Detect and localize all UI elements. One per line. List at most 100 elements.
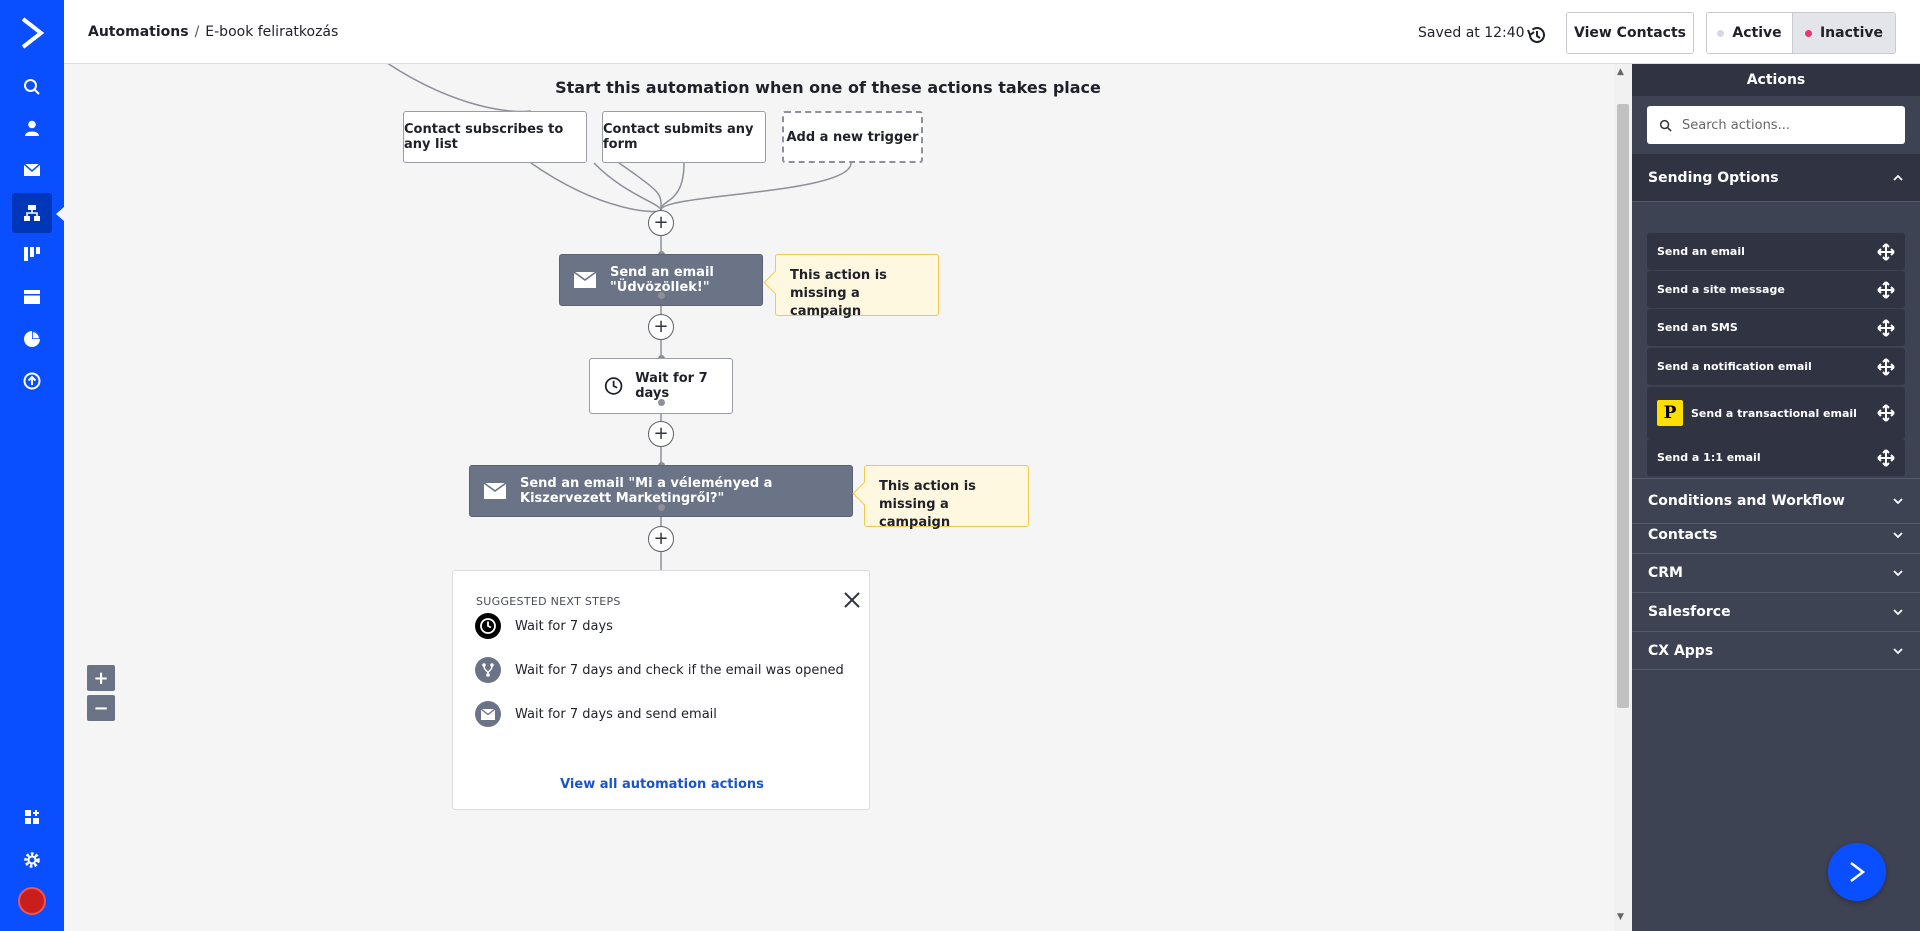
- branch-icon: [475, 657, 501, 683]
- zoom-in-button[interactable]: +: [87, 665, 115, 691]
- section-conditions-workflow[interactable]: Conditions and Workflow: [1632, 478, 1920, 524]
- section-cx-apps[interactable]: CX Apps: [1632, 632, 1920, 670]
- action-send-notification-email-label: Send a notification email: [1657, 360, 1812, 373]
- step-wait-label: Wait for 7 days: [635, 371, 708, 401]
- postmark-logo-icon: P: [1657, 400, 1683, 426]
- activecampaign-logo-icon[interactable]: [18, 16, 46, 50]
- action-send-sms[interactable]: Send an SMS: [1647, 309, 1905, 346]
- section-cx-apps-label: CX Apps: [1648, 642, 1714, 659]
- trigger-subscribes-list[interactable]: Contact subscribes to any list: [403, 111, 587, 163]
- breadcrumb: Automations / E-book feliratkozás: [88, 24, 338, 40]
- left-nav: [0, 0, 64, 931]
- section-salesforce-label: Salesforce: [1648, 604, 1731, 620]
- suggestion-wait-send[interactable]: Wait for 7 days and send email: [475, 701, 717, 727]
- connector-dot: [658, 504, 665, 511]
- saved-status: Saved at 12:40: [1418, 25, 1525, 41]
- breadcrumb-current: E-book feliratkozás: [205, 24, 339, 40]
- move-icon[interactable]: [1877, 318, 1895, 337]
- view-all-actions-link[interactable]: View all automation actions: [560, 777, 764, 792]
- history-icon[interactable]: [1525, 24, 1547, 46]
- add-step-button-2[interactable]: +: [648, 314, 674, 340]
- actions-search-input[interactable]: [1682, 117, 1892, 133]
- suggestion-wait-send-label: Wait for 7 days and send email: [515, 706, 717, 722]
- section-crm-label: CRM: [1648, 565, 1683, 581]
- section-sending-options[interactable]: Sending Options: [1632, 154, 1920, 202]
- scroll-down-arrow-icon[interactable]: ▼: [1617, 912, 1624, 922]
- action-send-notification-email[interactable]: Send a notification email: [1647, 348, 1905, 385]
- nav-contacts-icon[interactable]: [12, 108, 52, 148]
- section-contacts[interactable]: Contacts: [1632, 516, 1920, 554]
- scroll-up-arrow-icon[interactable]: ▲: [1617, 67, 1624, 77]
- action-send-site-message[interactable]: Send a site message: [1647, 271, 1905, 308]
- chevron-down-icon: [1893, 531, 1903, 538]
- connector-dot: [658, 399, 665, 406]
- trigger-submits-form[interactable]: Contact submits any form: [602, 111, 766, 163]
- inactive-dot: [1804, 29, 1812, 37]
- nav-apps-icon[interactable]: [12, 797, 52, 837]
- step-send-email-1-label: Send an email "Üdvözöllek!": [610, 265, 714, 295]
- add-trigger-button[interactable]: Add a new trigger: [782, 111, 923, 163]
- status-active-label: Active: [1732, 25, 1782, 41]
- action-send-email[interactable]: Send an email: [1647, 233, 1905, 270]
- status-toggle: Active Inactive: [1706, 12, 1896, 54]
- section-conditions-workflow-label: Conditions and Workflow: [1648, 493, 1845, 509]
- close-icon[interactable]: [841, 589, 863, 611]
- nav-deals-icon[interactable]: [12, 234, 52, 274]
- step-wait[interactable]: Wait for 7 days: [589, 358, 733, 414]
- nav-campaigns-icon[interactable]: [12, 150, 52, 190]
- connector-dot: [658, 292, 665, 299]
- chevron-down-icon: [1893, 609, 1903, 616]
- zoom-out-button[interactable]: −: [87, 695, 115, 721]
- breadcrumb-separator: /: [194, 24, 200, 40]
- move-icon[interactable]: [1877, 357, 1895, 376]
- nav-reports-icon[interactable]: [12, 319, 52, 359]
- user-avatar[interactable]: [18, 887, 46, 915]
- nav-active-caret: [56, 207, 64, 221]
- missing-campaign-warning-2: This action is missing a campaign: [864, 465, 1029, 530]
- suggestion-wait-check[interactable]: Wait for 7 days and check if the email w…: [475, 657, 844, 683]
- suggested-next-steps-panel: SUGGESTED NEXT STEPS Wait for 7 days Wai…: [452, 570, 870, 810]
- move-icon[interactable]: [1877, 242, 1895, 261]
- section-crm[interactable]: CRM: [1632, 554, 1920, 593]
- suggestion-wait-check-label: Wait for 7 days and check if the email w…: [515, 662, 844, 678]
- section-contacts-label: Contacts: [1648, 526, 1718, 543]
- actions-search[interactable]: [1647, 106, 1905, 144]
- actions-panel-title: Actions: [1632, 64, 1920, 96]
- add-step-button-3[interactable]: +: [648, 421, 674, 447]
- search-icon: [1659, 119, 1672, 132]
- add-step-button-4[interactable]: +: [648, 526, 674, 552]
- suggestion-wait-label: Wait for 7 days: [515, 618, 613, 634]
- move-icon[interactable]: [1877, 448, 1895, 467]
- action-send-email-label: Send an email: [1657, 245, 1745, 258]
- section-salesforce[interactable]: Salesforce: [1632, 593, 1920, 632]
- nav-automations-icon[interactable]: [12, 193, 52, 233]
- suggested-title: SUGGESTED NEXT STEPS: [476, 595, 621, 608]
- chevron-down-icon: [1893, 570, 1903, 577]
- move-icon[interactable]: [1877, 280, 1895, 299]
- action-send-transactional-email[interactable]: P Send a transactional email: [1647, 387, 1905, 439]
- trigger-title-text: Start this automation when one of these …: [555, 78, 1101, 97]
- breadcrumb-automations-link[interactable]: Automations: [88, 24, 189, 40]
- nav-settings-icon[interactable]: [12, 840, 52, 880]
- nav-search-icon[interactable]: [12, 67, 52, 107]
- automation-canvas[interactable]: Start this automation when one of these …: [64, 64, 1614, 931]
- envelope-icon: [484, 483, 506, 499]
- assistant-fab-button[interactable]: [1828, 843, 1886, 901]
- status-inactive-button[interactable]: Inactive: [1792, 13, 1895, 53]
- move-icon[interactable]: [1877, 404, 1895, 422]
- status-active-button[interactable]: Active: [1707, 13, 1792, 53]
- clock-icon: [475, 613, 501, 639]
- canvas-scrollbar-thumb[interactable]: [1617, 104, 1629, 708]
- nav-upgrade-icon[interactable]: [12, 361, 52, 401]
- chevron-up-icon: [1893, 174, 1903, 181]
- step-send-email-2-label: Send an email "Mi a véleményed a Kiszerv…: [520, 476, 773, 506]
- nav-website-icon[interactable]: [12, 277, 52, 317]
- action-send-one-to-one-email[interactable]: Send a 1:1 email: [1647, 439, 1905, 476]
- trigger-title: Start this automation when one of these …: [64, 78, 1614, 97]
- view-contacts-button[interactable]: View Contacts: [1566, 12, 1694, 54]
- status-inactive-label: Inactive: [1819, 25, 1884, 41]
- suggestion-wait[interactable]: Wait for 7 days: [475, 613, 613, 639]
- envelope-icon: [475, 701, 501, 727]
- add-step-button-1[interactable]: +: [648, 210, 674, 236]
- action-send-one-to-one-email-label: Send a 1:1 email: [1657, 451, 1761, 464]
